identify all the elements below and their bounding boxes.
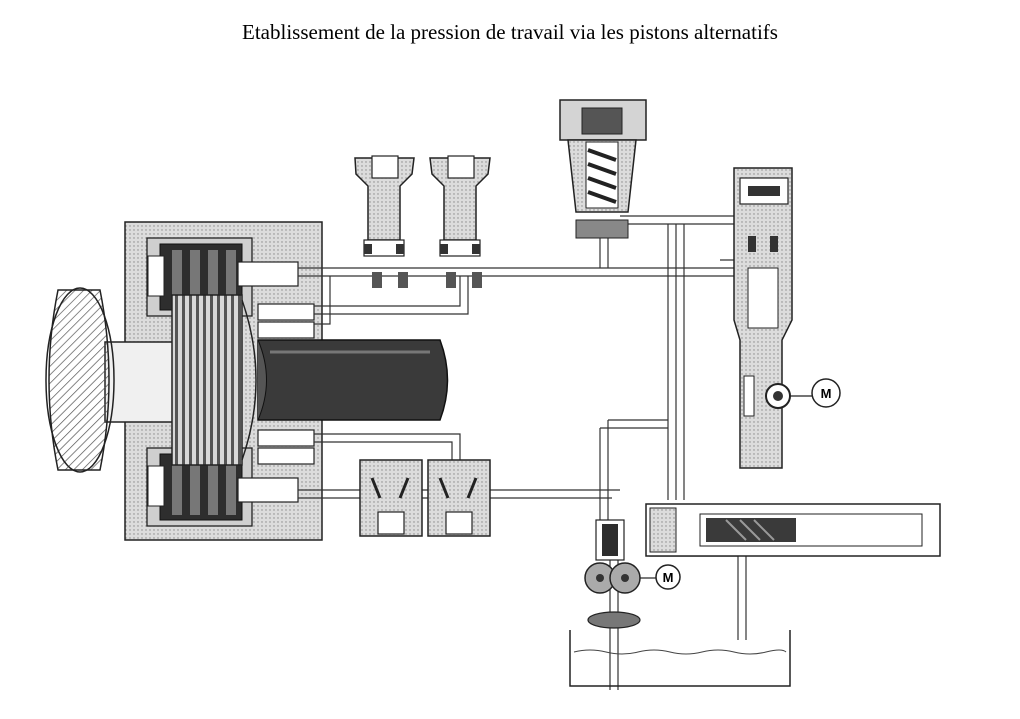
upper-check-valve-2 bbox=[429, 155, 491, 288]
lower-check-valve-1 bbox=[359, 459, 423, 537]
motor-bottom-label: M bbox=[663, 570, 674, 585]
motor-right: M bbox=[790, 378, 841, 408]
hydraulic-lines bbox=[298, 215, 747, 690]
lower-check-valve-2 bbox=[427, 459, 491, 537]
page-title: Etablissement de la pression de travail … bbox=[242, 20, 778, 44]
drive-wheel bbox=[45, 287, 115, 473]
upper-check-valve-1 bbox=[354, 155, 415, 288]
valve-gear-right bbox=[765, 383, 791, 409]
motor-right-label: M bbox=[821, 386, 832, 401]
reservoir bbox=[569, 630, 791, 687]
pressure-relief-valve bbox=[559, 99, 647, 239]
gear-pump bbox=[584, 562, 641, 594]
accumulator bbox=[645, 503, 941, 557]
control-valve-right bbox=[733, 167, 793, 469]
bottom-valve bbox=[595, 519, 625, 561]
upper-ports bbox=[237, 261, 315, 339]
motor-bottom: M bbox=[640, 564, 681, 590]
filter bbox=[587, 611, 641, 629]
lower-ports bbox=[237, 429, 315, 503]
output-shaft bbox=[257, 339, 449, 421]
gear-ring bbox=[171, 294, 257, 466]
